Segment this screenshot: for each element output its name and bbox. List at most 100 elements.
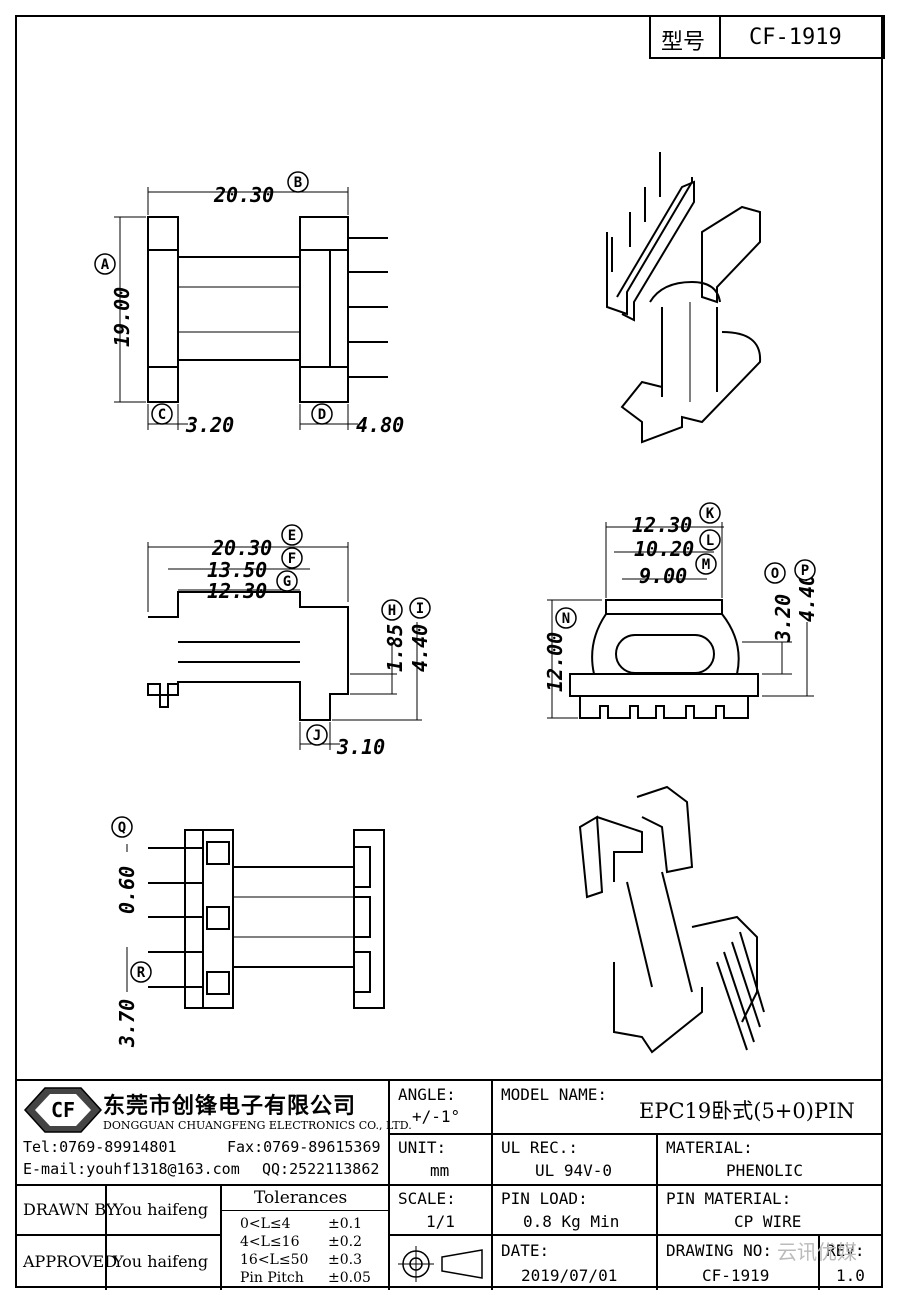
dim-d: 4.80 (356, 413, 404, 437)
angle-cell: ANGLE: +/-1° (390, 1081, 493, 1133)
scale-label: SCALE: (398, 1189, 456, 1208)
title-block: CF 东莞市创锋电子有限公司 DONGGUAN CHUANGFENG ELECT… (17, 1079, 881, 1290)
svg-text:K: K (706, 506, 715, 522)
company-tel: Tel:0769-89914801 (23, 1138, 177, 1156)
rev-value: 1.0 (836, 1266, 865, 1285)
svg-text:O: O (771, 566, 779, 582)
pinmat-label: PIN MATERIAL: (666, 1189, 792, 1208)
rev-cell: REV: 1.0 (820, 1234, 881, 1290)
callout-p: P (794, 559, 816, 581)
isometric-view-bottom (578, 785, 765, 1054)
callout-j: J (306, 724, 328, 746)
svg-text:L: L (706, 533, 714, 549)
callout-d: D (311, 403, 333, 425)
drawn-label-cell: DRAWN BY (17, 1184, 116, 1234)
unit-label: UNIT: (398, 1138, 447, 1157)
callout-c: C (151, 403, 173, 425)
drawno-value: CF-1919 (702, 1266, 770, 1285)
dim-n: 12.00 (543, 632, 567, 692)
company-name: 东莞市创锋电子有限公司 (103, 1093, 357, 1119)
type-value: CF-1919 (749, 25, 842, 50)
company-fax: Fax:0769-89615369 (227, 1138, 381, 1156)
svg-text:C: C (158, 407, 166, 423)
dim-a: 20.30 (213, 183, 274, 207)
tol-value-1: ±0.2 (328, 1234, 362, 1250)
date-label: DATE: (501, 1241, 550, 1260)
dim-j: 3.10 (336, 735, 385, 759)
callout-b: B (287, 171, 309, 193)
type-label-box: 型号 (649, 15, 721, 59)
svg-text:J: J (313, 728, 321, 744)
tolerances-title: Tolerances (254, 1188, 348, 1208)
top-view (114, 187, 388, 430)
pinmat-cell: PIN MATERIAL: CP WIRE (658, 1184, 881, 1234)
tol-range-2: 16<L≤50 (240, 1252, 309, 1268)
scale-cell: SCALE: 1/1 (390, 1184, 493, 1234)
company-name-en: DONGGUAN CHUANGFENG ELECTRONICS CO., LTD… (103, 1119, 412, 1132)
material-cell: MATERIAL: PHENOLIC (658, 1133, 881, 1184)
drawing-sheet: 型号 CF-1919 (15, 15, 885, 1290)
pinload-label: PIN LOAD: (501, 1189, 588, 1208)
front-view (147, 542, 422, 750)
drawn-label: DRAWN BY (23, 1200, 117, 1219)
date-value: 2019/07/01 (521, 1266, 618, 1285)
svg-text:I: I (416, 601, 424, 617)
technical-drawing: 20.30 19.00 3.20 4.80 20.30 13.50 12.30 … (94, 152, 819, 1054)
svg-text:E: E (288, 528, 296, 544)
scale-value: 1/1 (426, 1212, 455, 1231)
isometric-view-top (606, 152, 762, 444)
dim-p: 4.40 (795, 574, 819, 622)
unit-cell: UNIT: mm (390, 1133, 493, 1184)
dim-c: 3.20 (185, 413, 234, 437)
model-cell: MODEL NAME: EPC19卧式(5+0)PIN (493, 1081, 881, 1133)
callout-m: M (695, 553, 717, 575)
drawno-label: DRAWING NO: (666, 1241, 772, 1260)
dim-l: 10.20 (634, 537, 694, 561)
side-view (547, 522, 814, 719)
approved-label: APPROVED (23, 1252, 118, 1271)
dim-h: 1.85 (383, 624, 407, 672)
svg-text:N: N (562, 611, 570, 627)
approved-value: You haifeng (113, 1252, 209, 1271)
callout-r: R (130, 961, 152, 983)
drawno-cell: DRAWING NO: CF-1919 (658, 1234, 820, 1290)
tol-value-0: ±0.1 (328, 1216, 362, 1232)
svg-text:Q: Q (118, 820, 126, 836)
company-logo: CF (23, 1087, 103, 1133)
svg-text:G: G (283, 574, 291, 590)
svg-text:F: F (288, 551, 296, 567)
callout-i: I (409, 597, 431, 619)
callout-o: O (764, 562, 786, 584)
tol-value-3: ±0.05 (328, 1270, 371, 1286)
drawn-value-cell: You haifeng (107, 1184, 222, 1234)
tol-range-1: 4<L≤16 (240, 1234, 300, 1250)
tolerances-cell: Tolerances 0<L≤4 ±0.1 4<L≤16 ±0.2 16<L≤5… (222, 1184, 390, 1290)
company-email: E-mail:youhf1318@163.com (23, 1160, 240, 1178)
dim-b: 19.00 (110, 287, 134, 347)
watermark: 云讯优媒 (777, 1240, 857, 1264)
tol-range-0: 0<L≤4 (240, 1216, 291, 1232)
material-label: MATERIAL: (666, 1138, 753, 1157)
dim-r: 3.70 (115, 999, 139, 1048)
svg-text:CF: CF (51, 1098, 75, 1122)
unit-value: mm (430, 1161, 450, 1180)
dim-f: 13.50 (207, 558, 267, 582)
dim-k: 12.30 (632, 513, 692, 537)
callout-n: N (555, 607, 577, 629)
material-value: PHENOLIC (726, 1161, 804, 1180)
svg-text:R: R (137, 965, 146, 981)
projection-symbol-icon (398, 1246, 483, 1282)
company-box: CF 东莞市创锋电子有限公司 DONGGUAN CHUANGFENG ELECT… (17, 1081, 412, 1184)
model-value: EPC19卧式(5+0)PIN (639, 1099, 855, 1123)
model-label: MODEL NAME: (501, 1085, 607, 1104)
dim-o: 3.20 (771, 594, 795, 643)
projection-cell (390, 1234, 493, 1290)
callout-e: E (281, 524, 303, 546)
svg-text:A: A (101, 257, 110, 273)
callout-l: L (699, 529, 721, 551)
callout-q: Q (111, 816, 133, 838)
dim-i: 4.40 (408, 624, 432, 672)
approved-label-cell: APPROVED (17, 1234, 117, 1290)
rev-label: REV: (826, 1241, 865, 1260)
company-qq: QQ:2522113862 (262, 1160, 380, 1178)
